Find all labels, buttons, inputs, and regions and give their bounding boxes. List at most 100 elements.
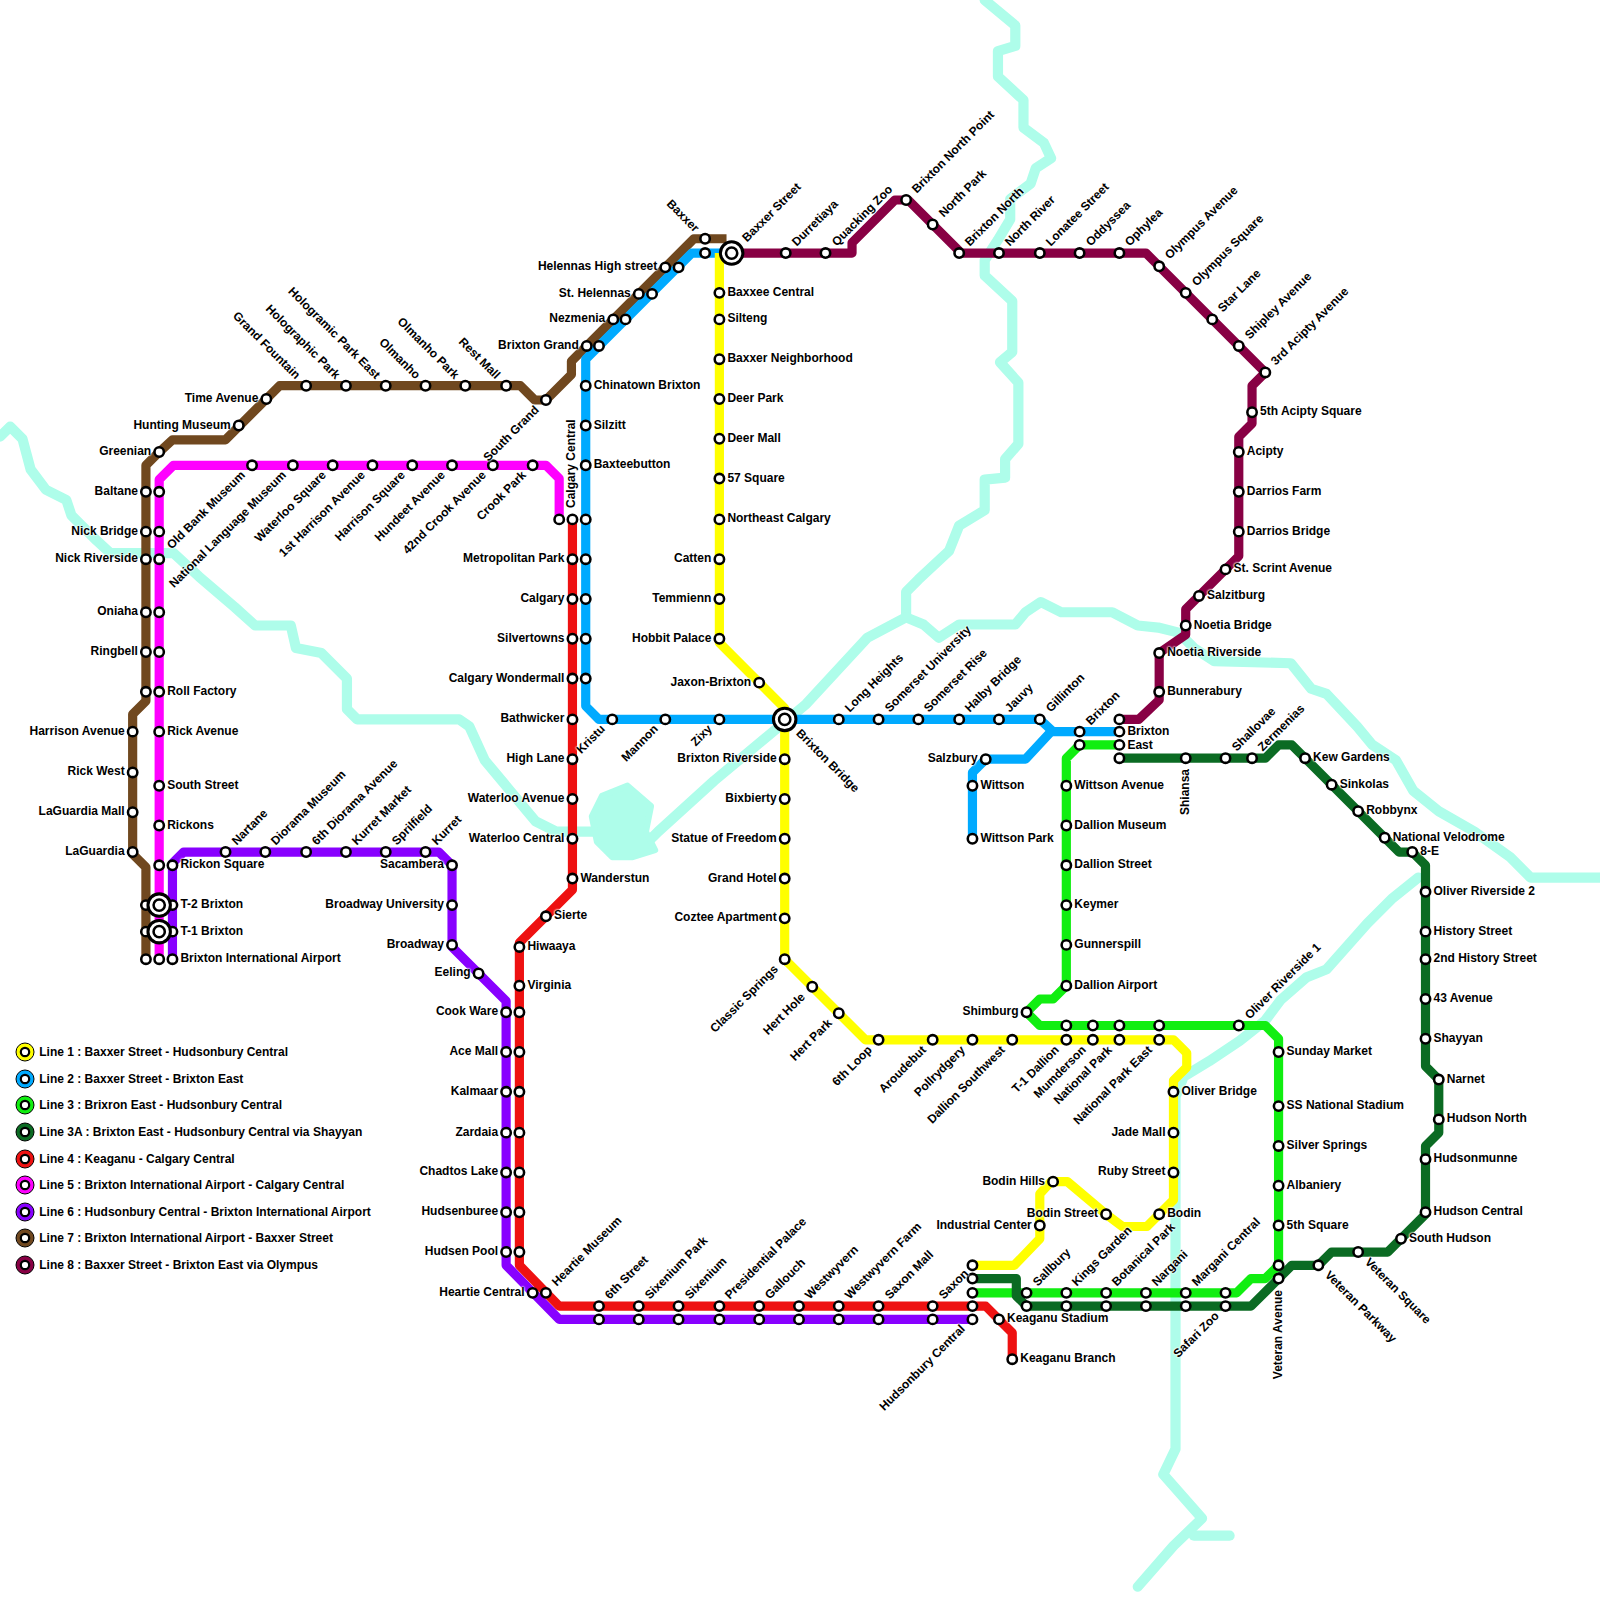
legend-swatch bbox=[16, 1070, 34, 1088]
station-marker bbox=[1169, 1128, 1178, 1137]
station-marker bbox=[141, 687, 150, 696]
station-label: Virginia bbox=[527, 979, 571, 993]
station-marker bbox=[954, 715, 963, 724]
station-marker bbox=[581, 381, 590, 390]
station-label: Gunnerspill bbox=[1074, 938, 1141, 952]
station-marker bbox=[368, 461, 377, 470]
station-label: Baxxee Central bbox=[727, 286, 814, 300]
station-marker bbox=[154, 727, 163, 736]
station-marker bbox=[780, 754, 789, 763]
station-label: Sacambera bbox=[380, 858, 444, 872]
station-marker bbox=[715, 315, 724, 324]
station-label: Shayyan bbox=[1434, 1032, 1483, 1046]
station-label: Zardaia bbox=[455, 1126, 498, 1140]
station-marker bbox=[834, 1009, 843, 1018]
station-marker bbox=[1115, 715, 1124, 724]
station-marker bbox=[914, 715, 923, 724]
legend-swatch bbox=[16, 1203, 34, 1221]
station-label: High Lane bbox=[506, 752, 564, 766]
station-marker bbox=[928, 220, 937, 229]
station-label: Keaganu Stadium bbox=[1007, 1312, 1108, 1326]
station-label: Ringbell bbox=[91, 645, 138, 659]
station-label: Nezmenia bbox=[549, 312, 605, 326]
station-label: Statue of Freedom bbox=[671, 832, 776, 846]
station-label: Noetia Riverside bbox=[1167, 646, 1261, 660]
legend-row: Line 1 : Baxxer Street - Hudsonbury Cent… bbox=[14, 1041, 288, 1063]
station-label: Catten bbox=[674, 552, 711, 566]
station-marker bbox=[234, 421, 243, 430]
station-label: Calgary Wondermall bbox=[449, 672, 565, 686]
legend-swatch-core bbox=[21, 1208, 29, 1216]
station-marker bbox=[1154, 262, 1163, 271]
station-label: Zixy bbox=[689, 723, 716, 750]
station-marker bbox=[1181, 1288, 1190, 1297]
station-marker bbox=[568, 634, 577, 643]
legend-text: Line 6 : Hudsonbury Central - Brixton In… bbox=[39, 1205, 371, 1219]
legend-swatch-core bbox=[21, 1048, 29, 1056]
metro-line bbox=[972, 745, 1278, 1293]
station-label: South Street bbox=[167, 779, 238, 793]
station-label: Industrial Center bbox=[936, 1219, 1031, 1233]
station-marker bbox=[634, 1301, 643, 1310]
station-marker bbox=[674, 263, 683, 272]
station-marker bbox=[928, 1035, 937, 1044]
station-label: Shimburg bbox=[963, 1005, 1019, 1019]
station-label: History Street bbox=[1434, 925, 1513, 939]
station-marker bbox=[968, 1288, 977, 1297]
station-marker bbox=[1300, 753, 1309, 762]
station-marker bbox=[1075, 248, 1084, 257]
station-label: Bodin bbox=[1167, 1207, 1201, 1221]
station-marker bbox=[1035, 1221, 1044, 1230]
station-label: Bunnerabury bbox=[1167, 685, 1242, 699]
station-marker bbox=[581, 634, 590, 643]
station-marker bbox=[1022, 1301, 1031, 1310]
station-label: 8-E bbox=[1420, 845, 1439, 859]
station-marker bbox=[447, 900, 456, 909]
station-label: LaGuardia Mall bbox=[39, 805, 125, 819]
station-marker bbox=[1008, 1035, 1017, 1044]
station-marker bbox=[1274, 1221, 1283, 1230]
station-label: Deer Park bbox=[727, 392, 783, 406]
station-label: Noetia Bridge bbox=[1194, 619, 1272, 633]
station-marker bbox=[447, 861, 456, 870]
station-marker bbox=[1062, 861, 1071, 870]
station-marker bbox=[1247, 753, 1256, 762]
station-label: Gillinton bbox=[1043, 672, 1087, 716]
station-label: 2nd History Street bbox=[1434, 952, 1537, 966]
station-marker bbox=[515, 1087, 524, 1096]
metro-line bbox=[732, 200, 1266, 719]
station-marker bbox=[515, 1128, 524, 1137]
station-marker bbox=[1022, 1008, 1031, 1017]
station-marker bbox=[727, 248, 736, 257]
station-label: 5th Square bbox=[1287, 1219, 1349, 1233]
station-label: Dallion Southwest bbox=[925, 1043, 1008, 1126]
station-marker bbox=[341, 847, 350, 856]
station-label: Rickons bbox=[167, 819, 214, 833]
station-marker bbox=[1075, 740, 1084, 749]
station-label: T-1 Brixton bbox=[180, 925, 243, 939]
station-marker bbox=[568, 794, 577, 803]
legend-row: Line 4 : Keaganu - Calgary Central bbox=[14, 1148, 234, 1170]
station-label: Hert Hole bbox=[761, 990, 808, 1037]
station-marker bbox=[994, 1315, 1003, 1324]
station-marker bbox=[1008, 1354, 1017, 1363]
station-marker bbox=[501, 1208, 510, 1217]
station-label: Northeast Calgary bbox=[727, 512, 830, 526]
station-marker bbox=[754, 1301, 763, 1310]
station-marker bbox=[1261, 368, 1270, 377]
station-label: Broadway University bbox=[325, 898, 444, 912]
station-label: Darrios Farm bbox=[1247, 485, 1322, 499]
station-marker bbox=[674, 1301, 683, 1310]
legend-swatch-core bbox=[21, 1261, 29, 1269]
legend-swatch bbox=[16, 1150, 34, 1168]
station-label: 57 Square bbox=[727, 472, 784, 486]
legend-row: Line 3 : Brixron East - Hudsonbury Centr… bbox=[14, 1094, 282, 1116]
station-marker bbox=[568, 554, 577, 563]
station-marker bbox=[301, 381, 310, 390]
legend-row: Line 6 : Hudsonbury Central - Brixton In… bbox=[14, 1201, 371, 1223]
station-marker bbox=[581, 421, 590, 430]
station-marker bbox=[1181, 1301, 1190, 1310]
station-marker bbox=[1088, 1035, 1097, 1044]
legend-text: Line 5 : Brixton International Airport -… bbox=[39, 1178, 344, 1192]
